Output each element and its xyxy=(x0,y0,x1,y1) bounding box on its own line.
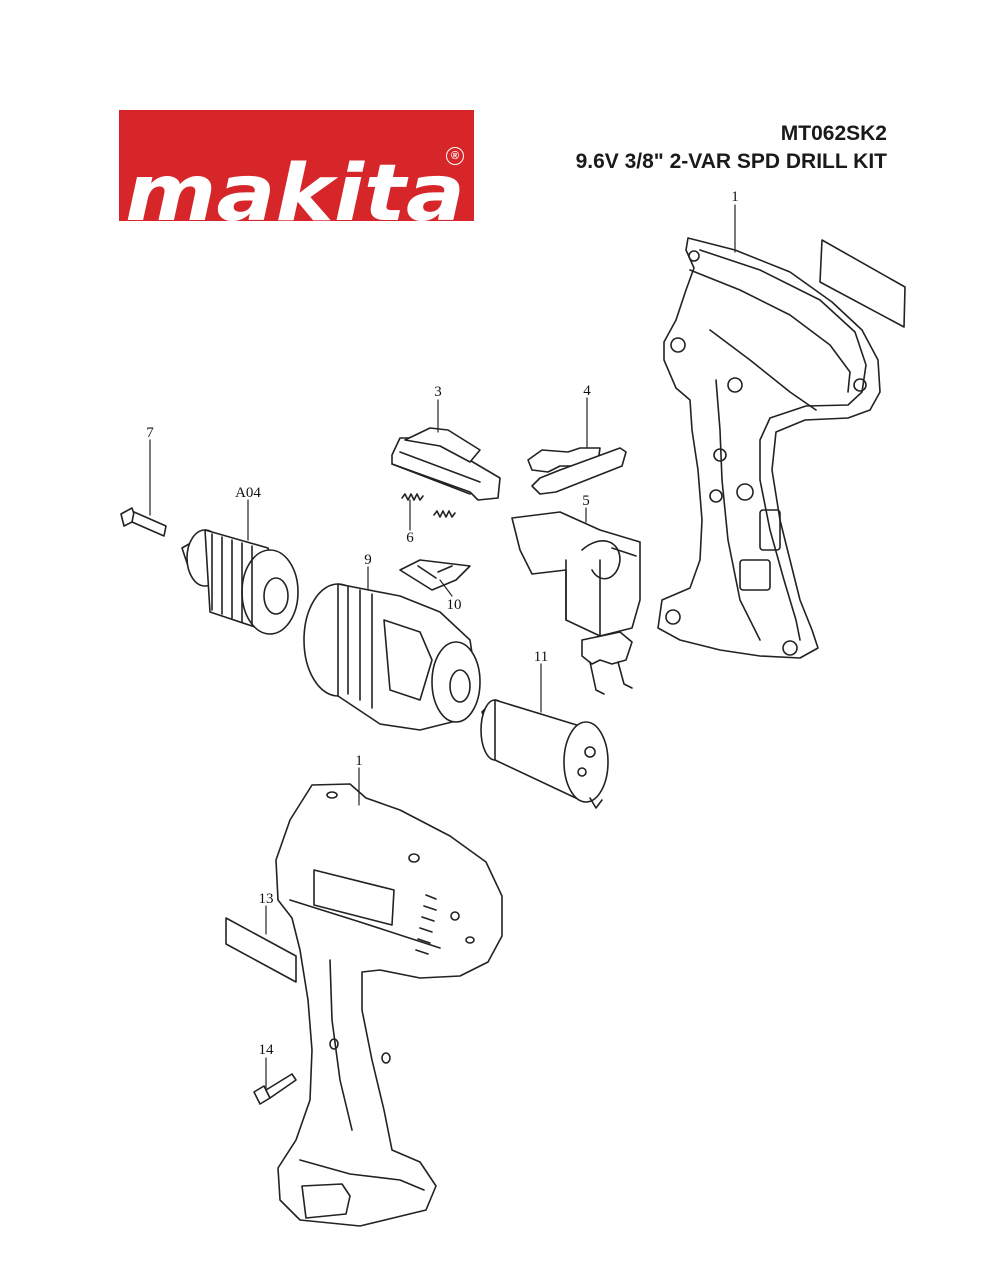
reverse-lever xyxy=(527,447,627,495)
callout-13: 13 xyxy=(259,891,274,907)
spring-parts xyxy=(401,493,456,518)
callout-14: 14 xyxy=(259,1042,275,1058)
housing-right-half xyxy=(657,237,881,659)
page-header: MT062SK2 9.6V 3/8" 2-VAR SPD DRILL KIT xyxy=(576,120,887,176)
callout-labels: 1 3 4 5 6 7 A04 9 10 11 1 13 14 xyxy=(146,189,739,1058)
callout-10: 10 xyxy=(447,597,462,613)
label-plate xyxy=(819,239,906,328)
switch-lever xyxy=(391,427,501,501)
callout-4: 4 xyxy=(583,383,591,399)
keyless-chuck xyxy=(181,529,299,635)
screw-14 xyxy=(253,1073,297,1105)
makita-wordmark: makita xyxy=(125,154,465,221)
callout-a04: A04 xyxy=(235,485,261,501)
model-number: MT062SK2 xyxy=(780,122,887,145)
callout-5: 5 xyxy=(582,493,590,509)
callout-1-top: 1 xyxy=(731,189,739,205)
registered-mark: ® xyxy=(446,147,464,165)
callout-6: 6 xyxy=(406,530,414,546)
gear-assembly xyxy=(303,583,481,731)
makita-logo: makita xyxy=(119,110,474,221)
callout-1-bottom: 1 xyxy=(355,753,363,769)
housing-left-half xyxy=(275,783,503,1227)
callout-7: 7 xyxy=(146,425,154,441)
callout-9: 9 xyxy=(364,552,372,568)
logo-text: makita xyxy=(125,154,465,221)
motor xyxy=(480,699,609,809)
callout-3: 3 xyxy=(434,384,442,400)
model-description: 9.6V 3/8" 2-VAR SPD DRILL KIT xyxy=(575,150,887,173)
callout-11: 11 xyxy=(534,649,548,665)
switch-unit xyxy=(511,511,641,695)
label-13 xyxy=(225,917,297,983)
plate-10 xyxy=(399,559,471,591)
leader-lines xyxy=(149,204,736,1091)
screw-7 xyxy=(120,507,167,537)
